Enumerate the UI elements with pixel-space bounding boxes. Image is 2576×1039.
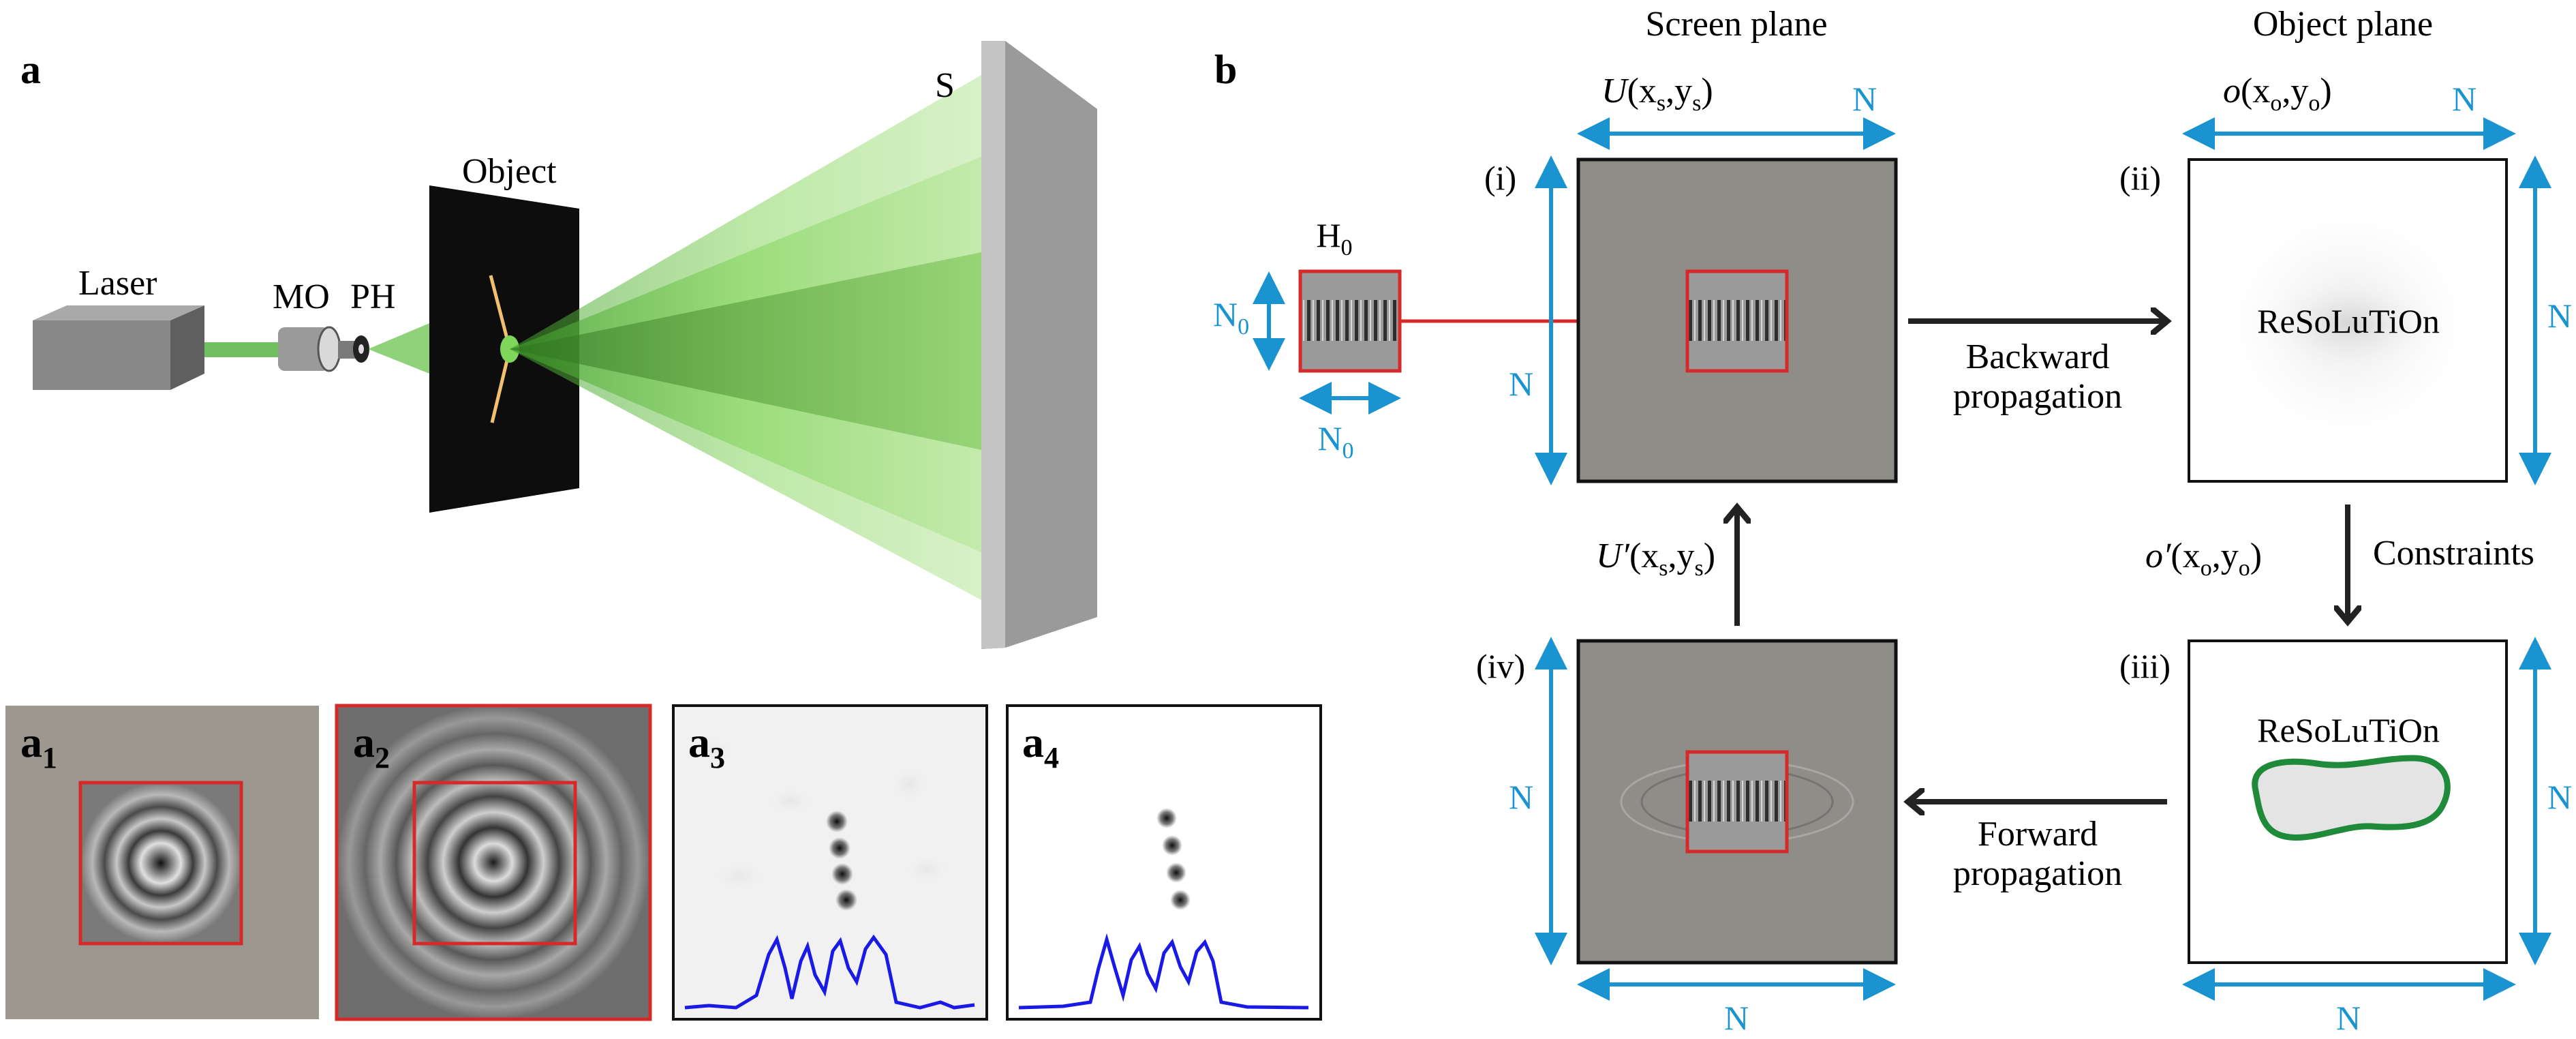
step-ii-label: (ii) bbox=[2119, 159, 2161, 197]
object-label: Object bbox=[462, 152, 557, 191]
step-iii-label: (iii) bbox=[2119, 647, 2171, 685]
n0-label-left: N0 bbox=[1213, 295, 1249, 340]
panel-a: a Laser MO PH Object bbox=[5, 41, 1322, 1021]
n-label-bottom-iii: N bbox=[2336, 999, 2361, 1037]
microscope-objective: MO bbox=[204, 277, 357, 372]
a4-label: a4 bbox=[1022, 718, 1059, 774]
h0-hologram: H0 N0 N0 bbox=[1213, 216, 1402, 464]
forward-label-2: propagation bbox=[1953, 854, 2122, 893]
laser-label: Laser bbox=[78, 264, 157, 303]
constraints-label: Constraints bbox=[2373, 534, 2534, 573]
object-text-ii: ReSoLuTiOn bbox=[2257, 302, 2440, 340]
step-iv-label: (iv) bbox=[1476, 647, 1525, 685]
n-label-left-i: N bbox=[1509, 365, 1533, 403]
n-label-top-ii: N bbox=[2452, 80, 2477, 118]
laser: Laser bbox=[33, 264, 204, 390]
field-object-label: o(xo,yo) bbox=[2223, 72, 2332, 116]
n-label-bottom-iv: N bbox=[1724, 999, 1749, 1037]
panel-a-label: a bbox=[20, 47, 41, 92]
pinhole: PH bbox=[350, 277, 395, 363]
ph-label: PH bbox=[350, 277, 395, 316]
field-screen-label: U(xs,ys) bbox=[1601, 72, 1713, 116]
step-i-screen: (i) U(xs,ys) N N bbox=[1484, 72, 1898, 485]
subpanel-a1: a1 bbox=[5, 706, 319, 1019]
screen-label: S bbox=[935, 66, 955, 105]
n-label-left-iv: N bbox=[1509, 778, 1533, 816]
backward-label-1: Backward bbox=[1966, 337, 2110, 376]
backward-label-2: propagation bbox=[1953, 377, 2122, 416]
n0-label-bottom: N0 bbox=[1317, 419, 1353, 464]
object-plate: Object bbox=[429, 152, 579, 513]
object-plane-title: Object plane bbox=[2253, 5, 2433, 44]
step-i-label: (i) bbox=[1484, 159, 1516, 197]
field-screen-updated-label: U′(xs,ys) bbox=[1596, 537, 1715, 581]
n-label-top-i: N bbox=[1852, 80, 1877, 118]
support-outline bbox=[2252, 755, 2451, 841]
screen-s: S bbox=[935, 41, 1097, 649]
subpanel-a4: a4 bbox=[1006, 704, 1322, 1021]
forward-label-1: Forward bbox=[1978, 815, 2098, 854]
screen-plane-title: Screen plane bbox=[1645, 5, 1827, 44]
subpanel-a3: a3 bbox=[672, 704, 988, 1021]
mo-label: MO bbox=[273, 277, 330, 316]
a3-label: a3 bbox=[688, 718, 725, 774]
subpanel-a2: a2 bbox=[335, 704, 652, 1021]
object-text-iii: ReSoLuTiOn bbox=[2257, 711, 2440, 749]
panel-b: b Screen plane Object plane H0 N0 N0 (i)… bbox=[1213, 5, 2572, 1037]
step-ii-object: (ii) o(xo,yo) N ReSoLuTiOn N bbox=[2119, 72, 2572, 485]
step-iii-constrained: (iii) ReSoLuTiOn N N bbox=[2119, 637, 2572, 1037]
light-cone bbox=[510, 75, 981, 600]
a4-profile-line bbox=[1018, 933, 1309, 1010]
h0-label: H0 bbox=[1316, 216, 1352, 260]
field-object-updated-label: o′(xo,yo) bbox=[2145, 537, 2262, 581]
n-label-right-ii: N bbox=[2547, 297, 2572, 335]
n-label-right-iii: N bbox=[2547, 778, 2572, 816]
a1-label: a1 bbox=[20, 718, 57, 774]
a2-label: a2 bbox=[353, 718, 390, 774]
a3-profile-line bbox=[684, 934, 975, 1010]
panel-b-label: b bbox=[1214, 47, 1237, 92]
step-iv-screen: (iv) N N bbox=[1476, 637, 1898, 1037]
